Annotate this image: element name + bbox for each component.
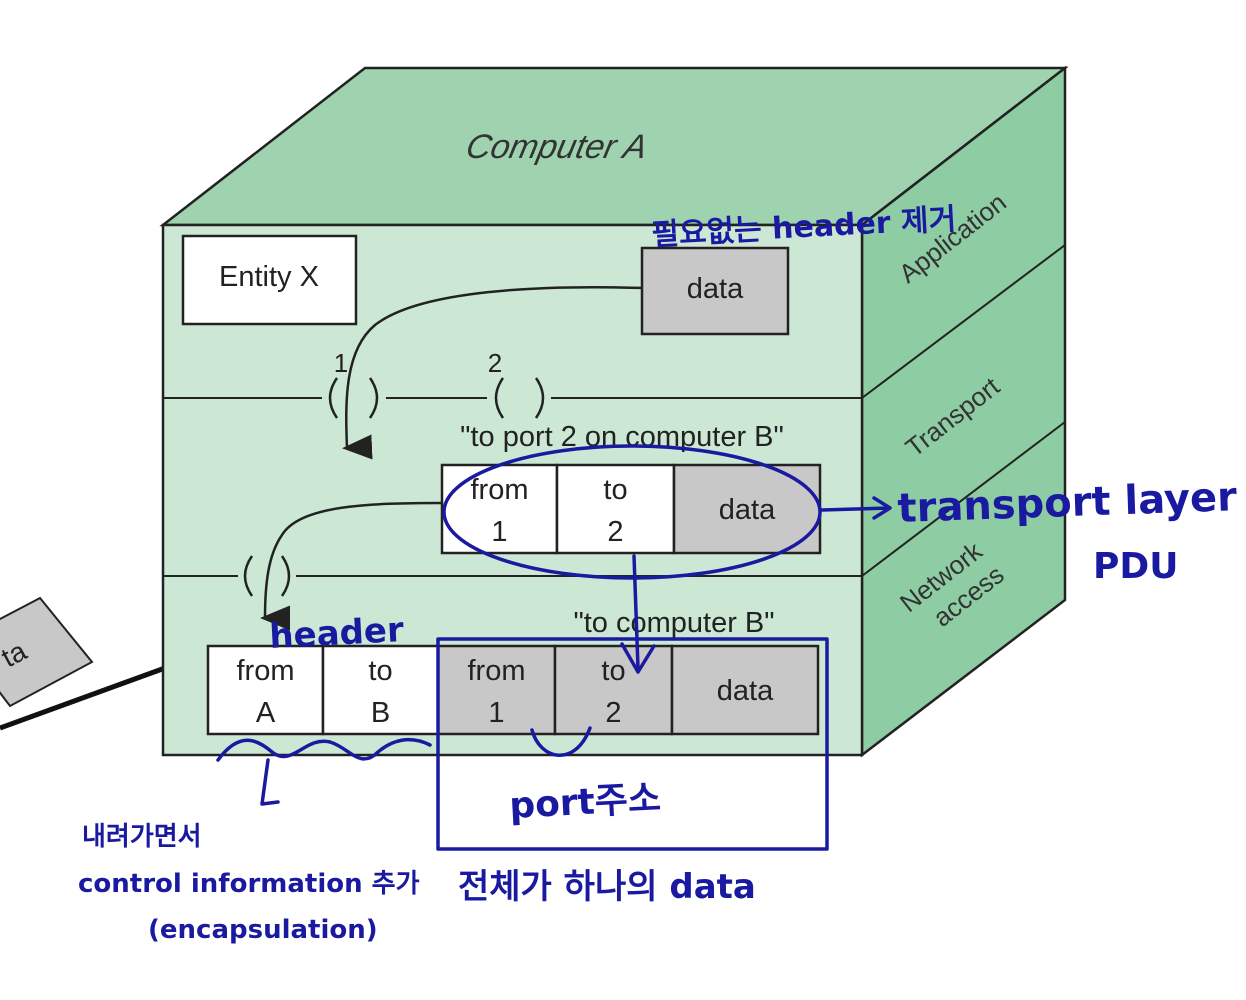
transport-pdu-cell: data xyxy=(672,463,822,555)
network-pdu-cell: toB xyxy=(321,644,440,736)
port-number-1: 1 xyxy=(334,348,348,378)
network-pdu-cell-line2: 2 xyxy=(605,697,621,729)
sap-port-2: 2 xyxy=(488,348,545,419)
annotation-header: header xyxy=(268,610,405,657)
network-pdu-cell-line1: to xyxy=(368,655,392,687)
sap-port-1: 1 xyxy=(328,348,379,419)
annotation-brace-header xyxy=(216,737,432,762)
transport-pdu: from 1 to 2 data xyxy=(440,463,822,555)
annotation-circle-transport-pdu xyxy=(442,444,822,580)
side-divider-2 xyxy=(861,421,1066,577)
entity-box: Entity X xyxy=(181,234,358,326)
annotation-whole-as-data: 전체가 하나의 data xyxy=(458,867,756,907)
computer-label: Computer A xyxy=(463,128,651,166)
annotation-transport-pdu-line2: PDU xyxy=(1093,546,1179,587)
entity-label: Entity X xyxy=(219,261,319,293)
port-number-2: 2 xyxy=(488,348,502,378)
network-pdu-cell-line2: B xyxy=(371,697,390,729)
annotation-box-whole-data xyxy=(436,637,829,851)
transport-pdu-cell-line2: 2 xyxy=(607,516,623,548)
side-divider-1 xyxy=(861,244,1066,399)
transport-pdu-cell-line1: to xyxy=(603,474,627,506)
offscreen-packet: ta xyxy=(0,596,94,708)
network-pdu-cell: to 2 xyxy=(553,644,674,736)
annotation-arrow-down xyxy=(620,554,656,674)
network-pdu-cell-line2: A xyxy=(256,697,276,729)
flow-arrow-transport-to-network xyxy=(260,501,443,631)
application-data-label: data xyxy=(687,273,744,305)
network-pdu-cell-label: data xyxy=(717,675,774,707)
annotation-descending-line1: 내려가면서 xyxy=(82,822,202,852)
network-quote: "to computer B" xyxy=(573,607,774,639)
network-pdu-cell-line1: from xyxy=(237,655,295,687)
network-pdu-cell-line1: from xyxy=(468,655,526,687)
flow-arrow-app-to-transport xyxy=(342,286,643,460)
transport-pdu-cell: from 1 xyxy=(440,463,559,555)
transport-pdu-cell: to 2 xyxy=(555,463,676,555)
application-data-box: data xyxy=(640,246,790,336)
annotation-descending-line2: control information 추가 xyxy=(78,869,420,899)
annotation-port-address: port주소 xyxy=(508,778,662,827)
network-pdu-cell: from 1 xyxy=(436,644,557,736)
transport-quote: "to port 2 on computer B" xyxy=(460,421,784,453)
annotation-arrow-to-pdu-label xyxy=(820,496,892,520)
annotation-arrow-to-note xyxy=(260,758,280,806)
transport-pdu-cell-line1: from xyxy=(471,474,529,506)
network-pdu-cell-line2: 1 xyxy=(488,697,504,729)
network-pdu-cell: data xyxy=(670,644,820,736)
annotation-brace-port xyxy=(530,726,592,757)
transport-pdu-cell-label: data xyxy=(719,494,776,526)
transport-pdu-cell-line2: 1 xyxy=(491,516,507,548)
network-cable xyxy=(0,665,166,731)
network-pdu-cell-line1: to xyxy=(601,655,625,687)
annotation-descending-line3: (encapsulation) xyxy=(148,915,378,945)
